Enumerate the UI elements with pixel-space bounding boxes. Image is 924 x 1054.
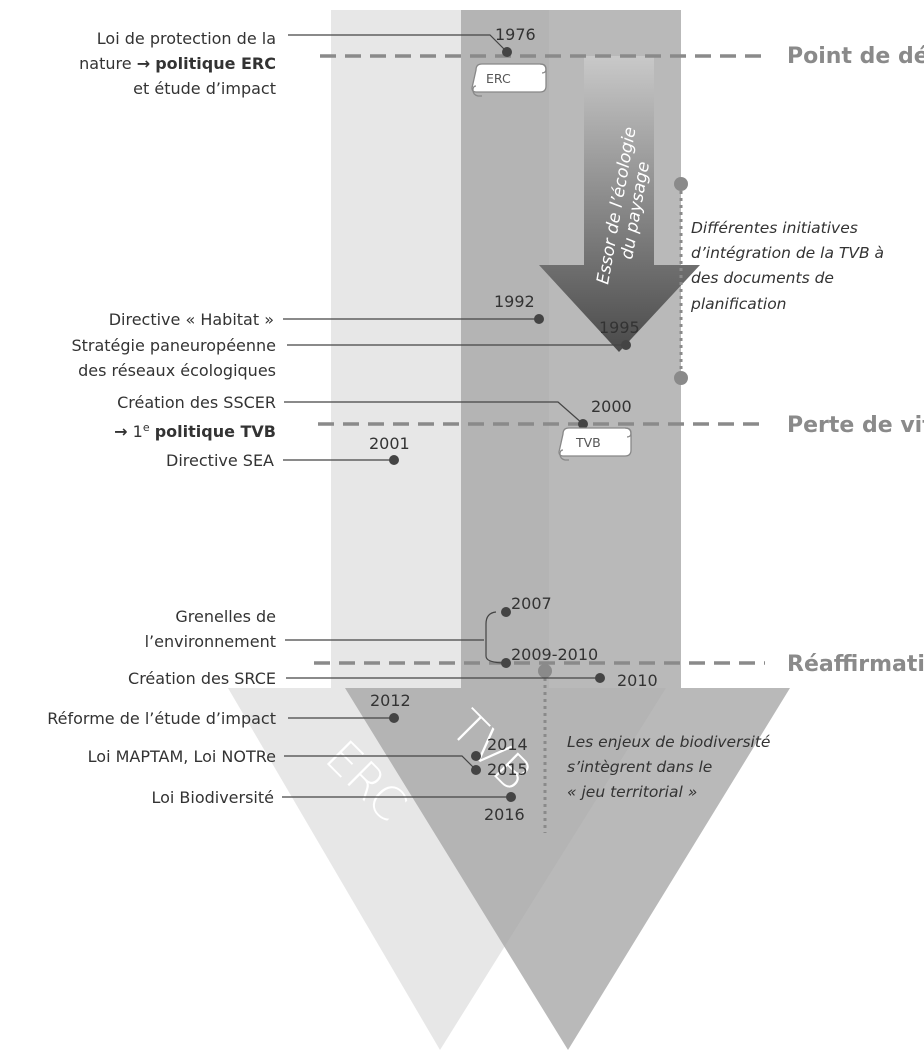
event-strategie-line2: des réseaux écologiques (78, 361, 276, 380)
year-1976: 1976 (495, 25, 536, 44)
event-reforme: Réforme de l’étude d’impact (47, 709, 276, 728)
event-loi-1976-line3: et étude d’impact (133, 79, 276, 98)
year-2007: 2007 (511, 594, 552, 613)
event-loi-1976-line1: Loi de protection de la (97, 29, 276, 48)
event-strategie-line1: Stratégie paneuropéenne (71, 336, 276, 355)
year-1992: 1992 (494, 292, 535, 311)
year-1995: 1995 (599, 318, 640, 337)
note-enjeux-line2: s’intègrent dans le (567, 758, 712, 776)
year-2014: 2014 (487, 735, 528, 754)
event-dots (389, 47, 631, 802)
event-sscer-line1: Création des SSCER (117, 393, 276, 412)
event-sea: Directive SEA (166, 451, 274, 470)
phase-slowdown-label: Perte de vitesse (787, 413, 924, 438)
year-2001: 2001 (369, 434, 410, 453)
note-initiatives-line1: Différentes initiatives (691, 219, 858, 237)
essor-arrow (539, 56, 700, 352)
initiatives-span-start (674, 177, 688, 191)
enjeux-span-start (538, 664, 552, 678)
event-habitat: Directive « Habitat » (109, 310, 274, 329)
year-2009-2010: 2009-2010 (511, 645, 598, 664)
note-initiatives-line3: des documents de (691, 269, 834, 287)
initiatives-span-end (674, 371, 688, 385)
event-sscer-line2: → 1e politique TVB (114, 421, 276, 441)
event-maptam: Loi MAPTAM, Loi NOTRe (88, 747, 276, 766)
event-grenelle-line2: l’environnement (145, 632, 276, 651)
note-enjeux-line1: Les enjeux de biodiversité (567, 733, 770, 751)
note-initiatives-line4: planification (690, 295, 787, 313)
year-2000: 2000 (591, 397, 632, 416)
phase-reaffirm-label: Réaffirmation (787, 652, 924, 677)
tvb-scroll-tag: TVB (558, 427, 632, 461)
event-srce: Création des SRCE (128, 669, 276, 688)
erc-scroll-tag: ERC (471, 63, 547, 97)
event-biodiversite: Loi Biodiversité (151, 788, 274, 807)
erc-tag-label: ERC (486, 71, 511, 86)
note-enjeux-line3: « jeu territorial » (567, 783, 697, 801)
year-2010: 2010 (617, 671, 658, 690)
event-grenelle-line1: Grenelles de (175, 607, 276, 626)
year-2016: 2016 (484, 805, 525, 824)
year-2012: 2012 (370, 691, 411, 710)
leader-lines (282, 34, 626, 798)
tvb-tag-label: TVB (575, 435, 601, 450)
phase-start-label: Point de départ (787, 44, 924, 69)
event-loi-1976-line2: nature → politique ERC (79, 54, 276, 73)
note-initiatives-line2: d’intégration de la TVB à (691, 244, 884, 262)
year-2015: 2015 (487, 760, 528, 779)
